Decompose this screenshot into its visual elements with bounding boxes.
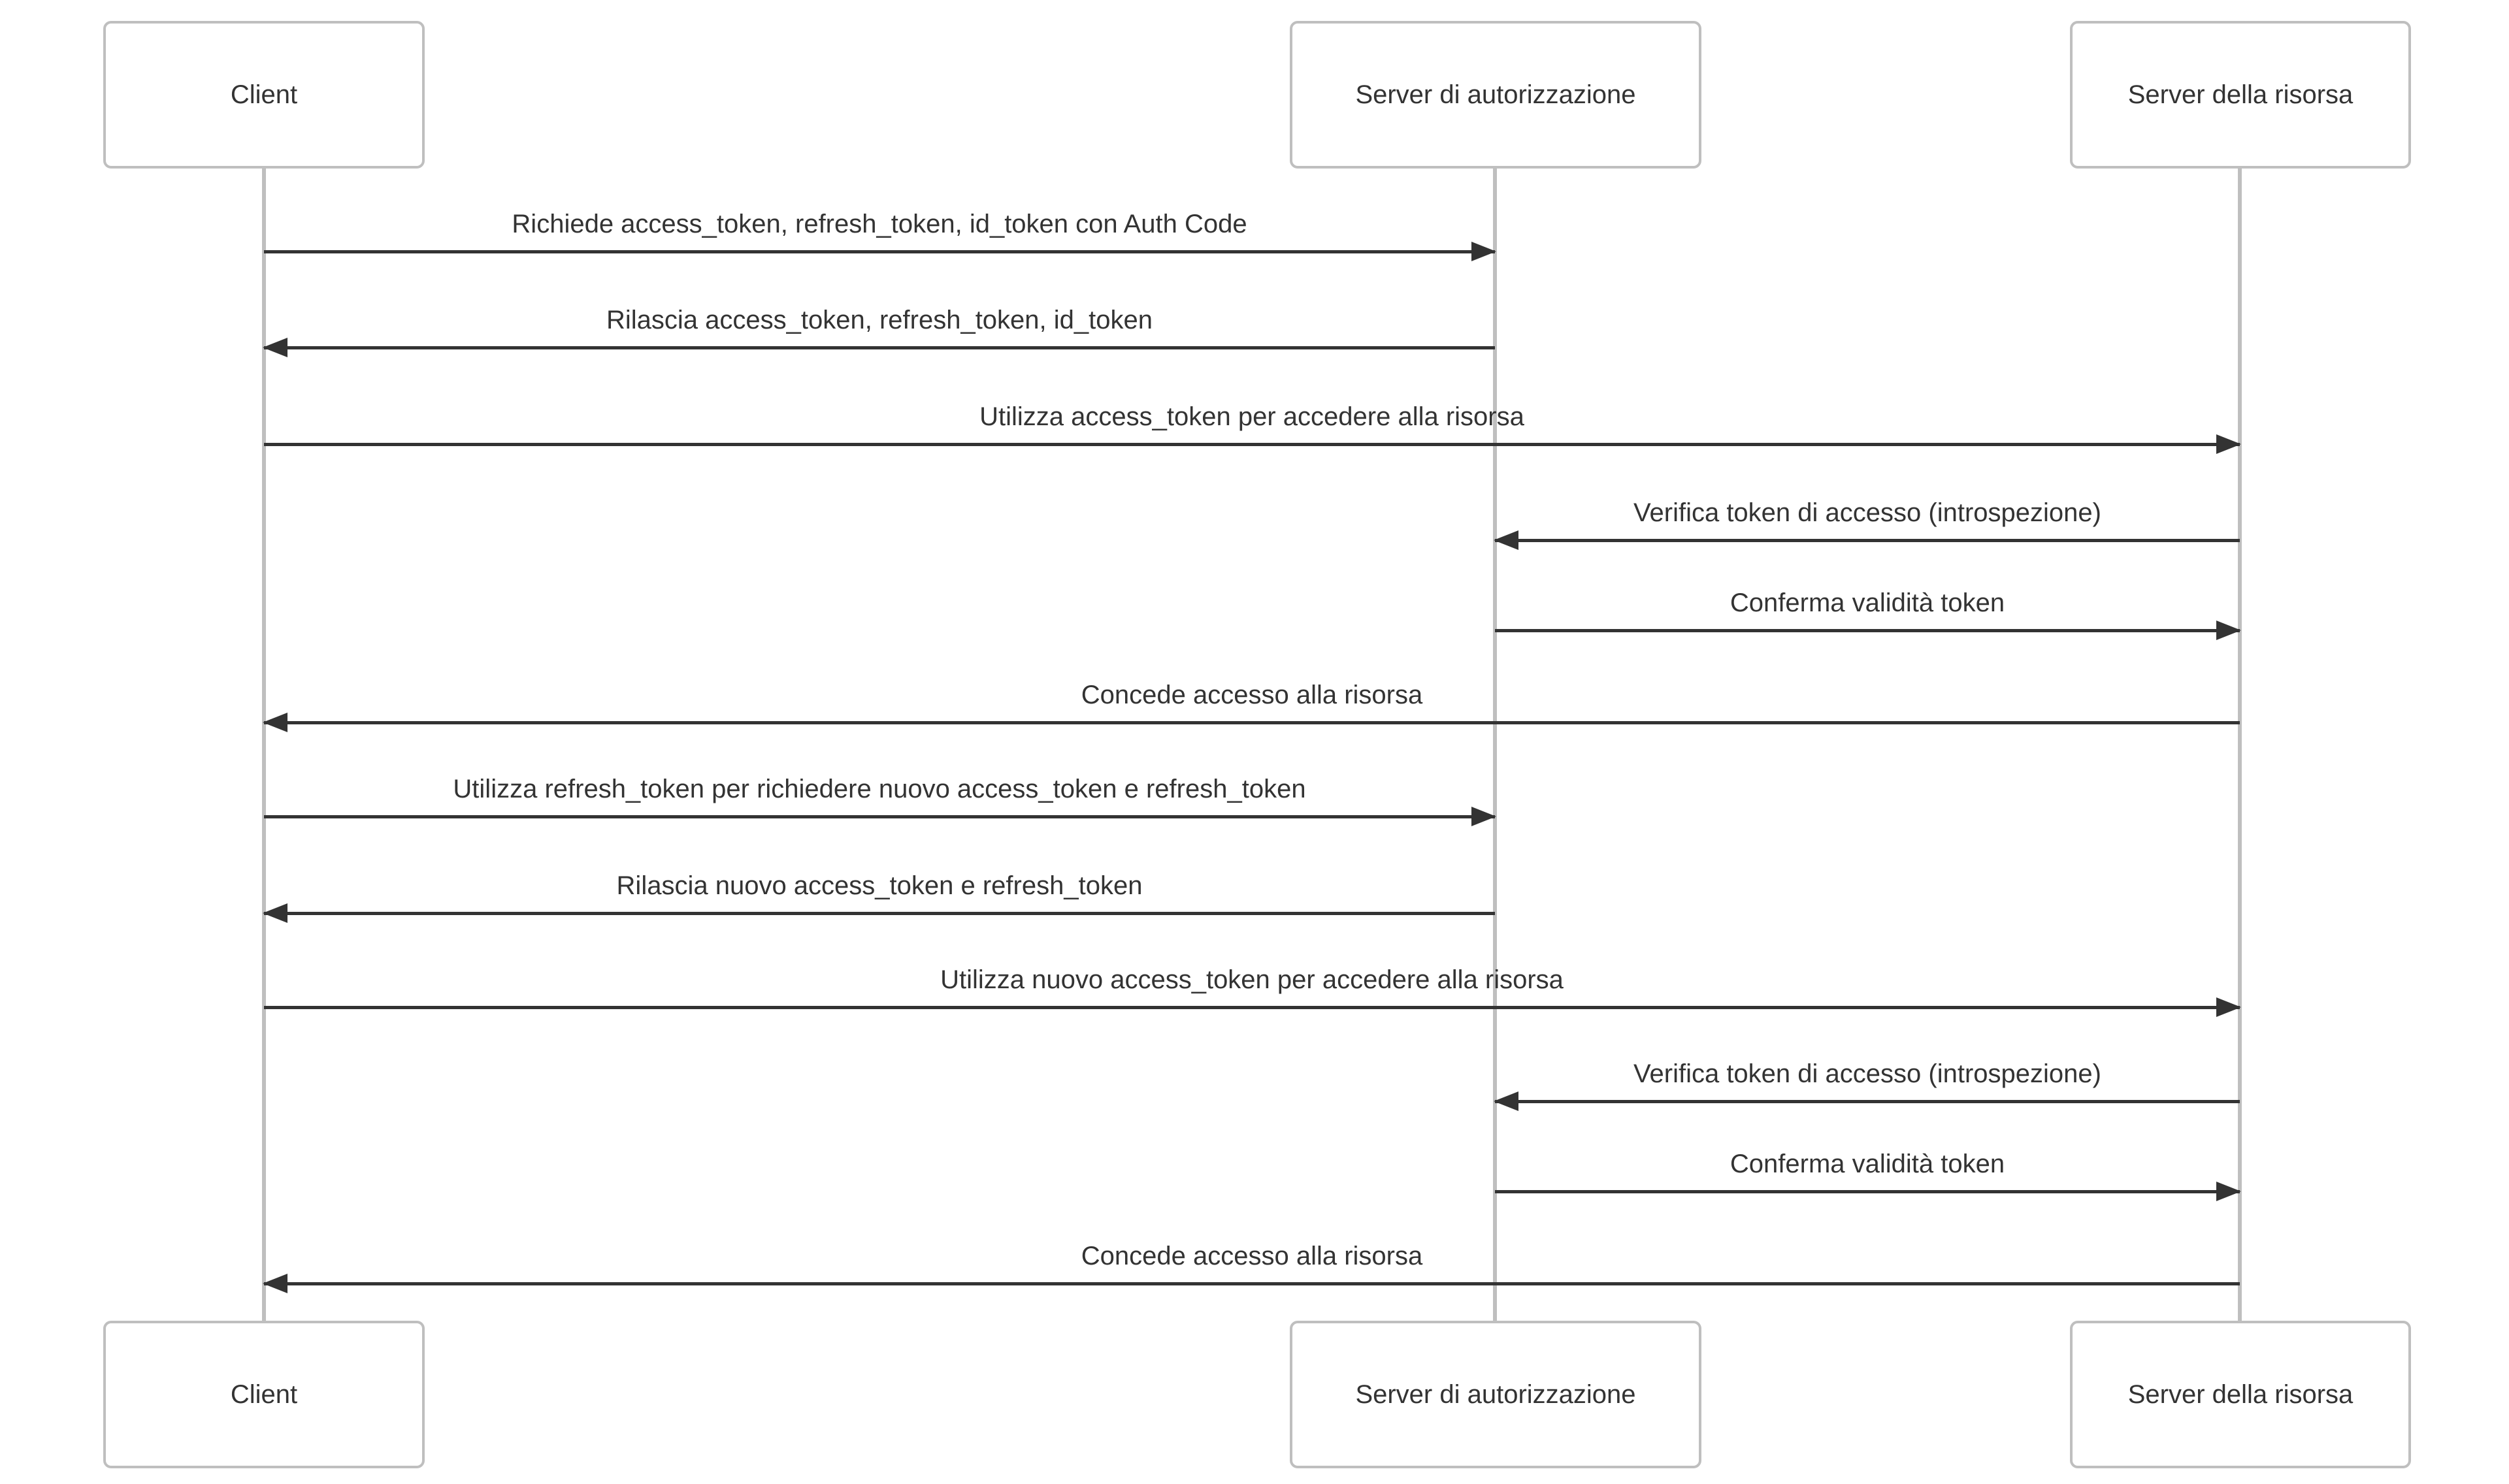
message-label-1: Richiede access_token, refresh_token, id… <box>512 210 1247 238</box>
message-line-11 <box>1495 1190 2240 1193</box>
message-label-11: Conferma validità token <box>1730 1150 2005 1178</box>
participant-label-resource-server: Server della risorsa <box>2127 1380 2353 1409</box>
participant-label-client: Client <box>230 1380 298 1409</box>
participant-box-top-client[interactable]: Client <box>103 21 425 169</box>
message-line-7 <box>264 815 1495 818</box>
arrowhead-right-icon <box>2216 434 2241 454</box>
participant-box-bottom-auth-server[interactable]: Server di autorizzazione <box>1290 1321 1701 1468</box>
participant-label-resource-server: Server della risorsa <box>2127 80 2353 109</box>
message-label-10: Verifica token di accesso (introspezione… <box>1633 1059 2101 1088</box>
lifeline-auth-server <box>1493 169 1497 1321</box>
arrowhead-right-icon <box>2216 621 2241 640</box>
arrowhead-left-icon <box>263 713 287 732</box>
message-label-12: Concede accesso alla risorsa <box>1081 1242 1423 1270</box>
participant-box-top-auth-server[interactable]: Server di autorizzazione <box>1290 21 1701 169</box>
arrowhead-right-icon <box>2216 997 2241 1017</box>
arrowhead-right-icon <box>1471 807 1496 826</box>
message-line-9 <box>264 1006 2240 1009</box>
arrowhead-left-icon <box>1494 1091 1518 1111</box>
lifeline-resource-server <box>2238 169 2242 1321</box>
message-line-10 <box>1495 1100 2240 1103</box>
participant-label-auth-server: Server di autorizzazione <box>1355 1380 1636 1409</box>
participant-box-top-resource-server[interactable]: Server della risorsa <box>2070 21 2411 169</box>
message-label-5: Conferma validità token <box>1730 589 2005 617</box>
message-line-4 <box>1495 539 2240 542</box>
message-label-2: Rilascia access_token, refresh_token, id… <box>606 306 1153 334</box>
message-label-9: Utilizza nuovo access_token per accedere… <box>940 965 1564 994</box>
arrowhead-right-icon <box>2216 1182 2241 1201</box>
arrowhead-left-icon <box>263 338 287 357</box>
message-label-7: Utilizza refresh_token per richiedere nu… <box>453 775 1306 803</box>
message-line-6 <box>264 721 2240 724</box>
message-line-8 <box>264 912 1495 915</box>
message-label-3: Utilizza access_token per accedere alla … <box>979 402 1524 431</box>
message-line-3 <box>264 443 2240 446</box>
arrowhead-right-icon <box>1471 242 1496 261</box>
participant-label-client: Client <box>230 80 298 109</box>
message-label-8: Rilascia nuovo access_token e refresh_to… <box>616 871 1143 900</box>
arrowhead-left-icon <box>263 1274 287 1293</box>
participant-box-bottom-resource-server[interactable]: Server della risorsa <box>2070 1321 2411 1468</box>
arrowhead-left-icon <box>263 903 287 923</box>
lifeline-client <box>262 169 266 1321</box>
participant-label-auth-server: Server di autorizzazione <box>1355 80 1636 109</box>
arrowhead-left-icon <box>1494 530 1518 550</box>
participant-box-bottom-client[interactable]: Client <box>103 1321 425 1468</box>
message-line-1 <box>264 250 1495 253</box>
message-label-4: Verifica token di accesso (introspezione… <box>1633 498 2101 527</box>
message-label-6: Concede accesso alla risorsa <box>1081 681 1423 709</box>
message-line-12 <box>264 1282 2240 1285</box>
message-line-5 <box>1495 629 2240 632</box>
message-line-2 <box>264 346 1495 349</box>
